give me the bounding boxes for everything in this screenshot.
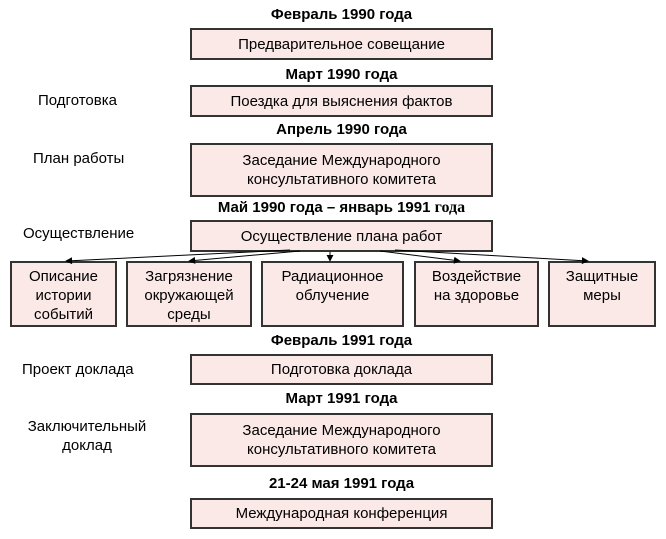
date-may-1991: 21-24 мая 1991 года <box>268 475 415 492</box>
committee-meeting-box-1: Заседание Международного консультативног… <box>190 143 493 197</box>
subtask-protection-box: Защитные меры <box>548 261 656 327</box>
committee-meeting-box-2: Заседание Международного консультативног… <box>190 413 493 467</box>
subtask-health-box: Воздействие на здоровье <box>414 261 539 327</box>
arrow-to-environment <box>188 250 301 264</box>
arrow-to-health <box>379 250 461 264</box>
subtask-environment-box: Загрязнение окружающей среды <box>126 261 252 327</box>
phase-work-plan: План работы <box>33 150 125 167</box>
phase-final-report: Заключительный доклад <box>27 418 147 454</box>
date-feb-1990: Февраль 1990 года <box>270 6 413 23</box>
arrow-to-history <box>65 249 291 265</box>
conference-box: Международная конференция <box>190 498 493 529</box>
date-feb-1991: Февраль 1991 года <box>270 332 413 349</box>
date-may-1990-jan-1991: Май 1990 года – январь 1991 года <box>190 199 493 217</box>
preliminary-meeting-box: Предварительное совещание <box>190 28 493 60</box>
phase-implementation: Осуществление <box>23 225 135 242</box>
fact-finding-box: Поездка для выяснения фактов <box>190 85 493 117</box>
phase-preparation: Подготовка <box>38 92 117 109</box>
date-range-tail: года <box>434 199 466 216</box>
report-preparation-box: Подготовка доклада <box>190 354 493 385</box>
implementation-box: Осуществление плана работ <box>190 220 493 252</box>
arrow-to-protection <box>394 249 589 265</box>
date-mar-1991: Март 1991 года <box>285 390 398 407</box>
subtask-radiation-box: Радиационное облучение <box>261 261 404 327</box>
subtask-history-box: Описание истории событий <box>10 261 117 327</box>
date-apr-1990: Апрель 1990 года <box>276 121 407 138</box>
date-mar-1990: Март 1990 года <box>285 66 398 83</box>
date-range-text: Май 1990 года – январь 1991 <box>217 199 435 216</box>
phase-draft-report: Проект доклада <box>22 361 134 378</box>
